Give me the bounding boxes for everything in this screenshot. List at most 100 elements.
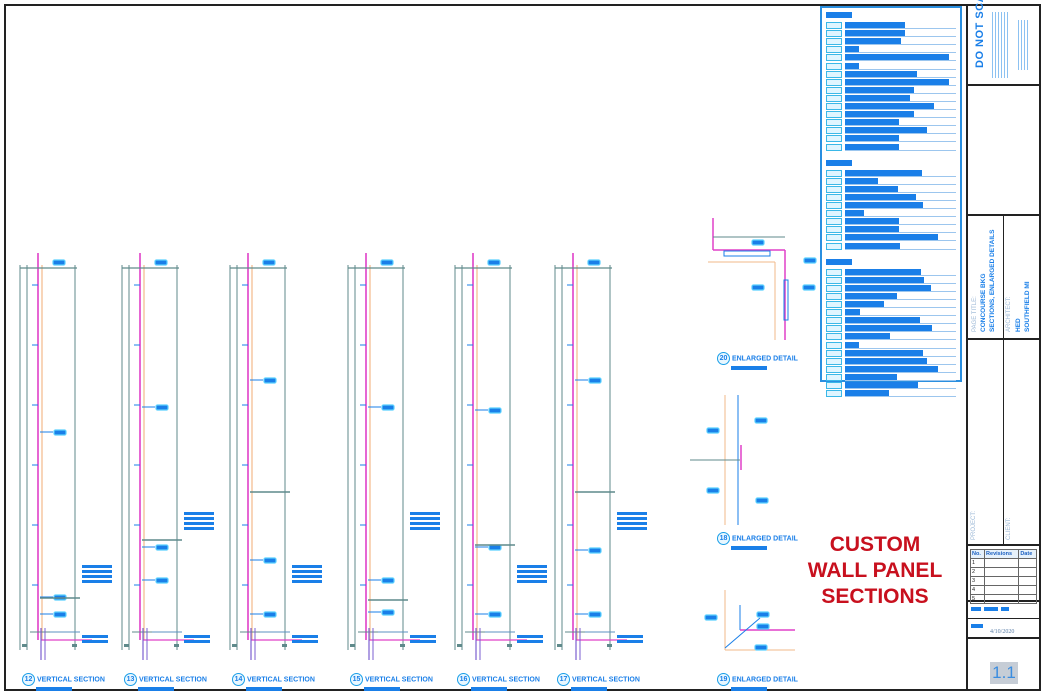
legend-row [826,169,956,178]
keynote-code [826,373,842,381]
keynote-tag [155,404,169,411]
legend-row [826,373,956,382]
keynote-description [845,226,899,233]
row-divider [845,315,956,317]
row-divider [845,216,956,218]
keynote-description [845,292,897,299]
keynote-description [845,135,899,142]
keynote-description [845,22,906,28]
detail-scale [731,546,767,550]
section-number: 12 [22,673,35,686]
row-divider [845,60,956,62]
page-title-label: PAGE TITLE: [972,296,978,332]
legend-row [826,38,956,46]
keynote-description [845,284,932,291]
legend-row [826,301,956,309]
do-not-scale-cell: DO NOT SCALE [968,0,1039,86]
keynote-description [845,373,897,380]
legend-row [826,135,956,143]
keynote-tag [488,611,502,618]
section-label: 17 VERTICAL SECTION [557,673,640,691]
keynote-code [826,226,842,234]
legend-row [826,317,956,325]
section-note [517,565,547,583]
keynote-code [826,325,842,333]
section-number: 17 [557,673,570,686]
legend-row [826,276,956,285]
section-label: 15 VERTICAL SECTION [350,673,433,691]
keynote-tag [155,544,169,551]
keynote-description [845,365,938,372]
detail-scale [731,687,767,691]
dim-mark [350,644,355,647]
architect-label: ARCHITECT: [1006,296,1012,332]
row-divider [845,208,956,209]
legend-row [826,218,956,226]
keynote-tag [263,377,277,384]
keynote-description [845,202,923,208]
row-divider [845,44,956,46]
keynote-code [826,46,842,54]
keynote-description [845,143,899,150]
keynote-description [845,78,949,85]
keynote-code [826,70,842,78]
row-divider [845,52,956,54]
keynote-legend [820,6,962,398]
detail-number: 20 [717,352,730,365]
revisions-cell: No. Revisions Date 1 2 3 4 5 [968,546,1039,604]
keynote-tag [803,257,817,264]
keynote-code [826,111,842,119]
section-title: VERTICAL SECTION [138,676,207,684]
keynote-code [826,127,842,135]
keynote-code [826,78,842,86]
architect-line1: HED [1015,318,1022,332]
callout-line-1: CUSTOM [829,533,921,556]
row-divider [845,240,956,242]
legend-row [826,365,956,374]
row-divider [845,76,956,78]
dim-mark [557,644,562,647]
base-note [617,635,643,644]
logo-cell [968,86,1039,216]
legend-row [826,193,956,202]
rev-row: 3 [969,576,1037,586]
keynote-code [826,301,842,308]
top-keynote-tag [154,259,168,266]
panel [723,250,771,257]
keynote-description [845,242,901,249]
dim-mark [22,644,27,647]
keynote-tag [381,609,395,616]
section-scale [364,687,400,691]
row-divider [845,191,956,193]
row-divider [845,117,956,119]
keynote-description [845,390,890,397]
base-note [410,635,436,644]
section-title: VERTICAL SECTION [471,676,540,684]
client-label: CLIENT: [1006,517,1012,540]
legend-group-heading [826,12,852,18]
dim-mark [282,644,287,647]
keynote-tag [381,404,395,411]
keynote-code [826,202,842,209]
base-note [292,635,318,644]
row-divider [845,339,956,341]
title-block: DO NOT SCALE PAGE TITLE: CONCOURSE BKG S… [966,0,1039,689]
keynote-code [826,86,842,94]
keynote-tag [754,417,768,424]
keynote-tag [756,611,770,618]
rev-header-rev: Revisions [984,549,1020,559]
legend-row [826,341,956,350]
keynote-description [845,54,949,61]
keynote-code [826,268,842,276]
keynote-description [845,70,918,77]
section-label: 13 VERTICAL SECTION [124,673,207,691]
detail-label: 19 ENLARGED DETAIL [717,673,798,691]
keynote-tag [754,644,768,651]
keynote-tag [488,407,502,414]
detail-title: ENLARGED DETAIL [731,676,798,684]
keynote-code [826,284,842,292]
legend-row [826,292,956,301]
legend-row [826,30,956,38]
section-scale [246,687,282,691]
dim-mark [400,644,405,647]
